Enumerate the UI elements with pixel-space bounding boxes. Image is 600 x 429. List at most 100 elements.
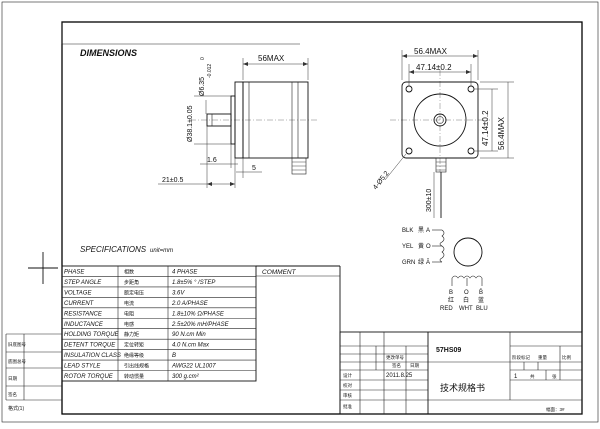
hole-spacing-h-dim: 47.14±0.2	[416, 63, 452, 72]
date-value: 2011.8.25	[386, 373, 413, 379]
change-no-label: 更改单号	[386, 354, 404, 361]
spec-value: 1.8±5% ° /STEP	[172, 280, 215, 286]
margin-label: 旧底图号	[8, 341, 26, 348]
spec-label: HOLDING TORQUE	[64, 332, 120, 338]
pilot-circle	[413, 93, 467, 147]
spec-value: 300 g.cm²	[172, 374, 200, 380]
spec-label: CURRENT	[64, 301, 95, 307]
pilot-length-dim: 1.6	[207, 157, 217, 164]
registration-mark	[28, 252, 58, 284]
wiring-diagram: BLK 黑 A YEL 黄 O GRN 绿 Ā B O B̄ 红 白 蓝 RED…	[402, 227, 488, 312]
spec-label: LEAD STYLE	[64, 364, 101, 370]
wire-phase: Ā	[426, 259, 430, 266]
spec-label-cn: 电流	[124, 300, 134, 307]
bottom-cn: 蓝	[478, 296, 484, 304]
spec-label-cn: 绝缘等级	[124, 352, 144, 359]
approve-label: 批准	[343, 403, 352, 410]
margin-label: 签名	[8, 391, 17, 398]
bottom-cn: 白	[463, 296, 469, 304]
hole-spacing-v-dim: 47.14±0.2	[481, 110, 490, 146]
spec-label-cn: 额定电压	[124, 289, 144, 296]
comment-header: COMMENT	[262, 269, 297, 276]
spec-label: DETENT TORQUE	[64, 343, 116, 349]
margin-label: 日期	[8, 376, 17, 382]
bottom-code: RED	[440, 306, 453, 312]
format-label: 格式(1)	[8, 405, 24, 412]
spec-label: RESISTANCE	[64, 311, 103, 317]
outer-width-dim: 56.4MAX	[414, 47, 448, 56]
length-dim: 56MAX	[258, 54, 285, 63]
spec-label-cn: 电感	[124, 321, 134, 328]
spec-label: STEP ANGLE	[64, 280, 102, 286]
design-label: 设计	[343, 372, 352, 379]
motor-body	[242, 81, 309, 159]
spec-label: INSULATION CLASS	[64, 353, 121, 359]
spec-label-cn: 定位转矩	[124, 342, 144, 349]
shaft-length-dim: 21±0.5	[162, 177, 183, 184]
flange-dim: 5	[252, 165, 256, 172]
inner-frame	[61, 21, 583, 415]
specifications-heading: SPECIFICATIONS	[80, 245, 147, 254]
rotor-symbol	[453, 237, 483, 267]
spec-label-cn: 电阻	[124, 310, 134, 317]
spec-label: VOLTAGE	[64, 290, 92, 296]
stage-mark-label: 阶段标记	[512, 354, 530, 361]
mount-hole	[405, 85, 413, 93]
doc-title: 技术规格书	[440, 382, 485, 393]
outer-height-dim: 56.4MAX	[497, 116, 506, 150]
spec-value: 4 PHASE	[172, 270, 198, 276]
spec-label-cn: 静力矩	[124, 331, 139, 338]
spec-value: 2.0 A/PHASE	[171, 301, 209, 307]
wire-cn: 黑	[418, 227, 424, 234]
bottom-phase: B̄	[479, 289, 483, 296]
size-label: 幅面：3#	[546, 406, 565, 413]
sheet-total: 共	[530, 373, 535, 380]
dimensions-heading: DIMENSIONS	[80, 48, 137, 58]
spec-value: AWG22 UL1007	[171, 364, 216, 370]
shaft-tolerance-zero: 0	[200, 57, 206, 60]
spec-value: 4.0 N.cm Max	[172, 343, 210, 349]
bottom-cn: 红	[448, 296, 454, 304]
spec-value: 2.5±20% mH/PHASE	[171, 322, 230, 328]
spec-label-cn: 引出线规格	[124, 363, 149, 370]
pilot-diameter-dim: Ø38.1±0.05	[187, 105, 194, 142]
wire-phase: O	[426, 244, 431, 250]
spec-value: 90 N.cm Min	[172, 332, 206, 338]
wire-phase: A	[426, 228, 430, 234]
wire-code: GRN	[402, 260, 415, 266]
title-block: 更改单号 签名 日期 2011.8.25 设计 校对 审核 批准 57HS09 …	[339, 331, 583, 415]
left-margin-boxes: 旧底图号 底图总号 日期 签名 格式(1)	[5, 333, 62, 412]
model-number: 57HS09	[436, 347, 461, 354]
proofread-label: 校对	[343, 382, 352, 389]
ratio-label: 比例	[562, 354, 571, 361]
shaft-circle	[433, 113, 447, 127]
wire-code: YEL	[402, 244, 414, 250]
unit-label: unit=mm	[150, 248, 173, 254]
date-label: 日期	[410, 363, 419, 369]
spec-label: INDUCTANCE	[64, 322, 104, 328]
bottom-phase: B	[449, 290, 453, 296]
margin-label: 底图总号	[8, 358, 26, 365]
spec-value: B	[172, 353, 176, 359]
spec-label: PHASE	[64, 270, 85, 276]
wire-cn: 绿	[418, 258, 424, 266]
shaft-diameter-dim: Ø6.35	[199, 77, 206, 96]
bottom-code: BLU	[476, 306, 488, 312]
mount-hole	[467, 147, 475, 155]
mount-hole	[467, 85, 475, 93]
spec-label-cn: 步距角	[124, 279, 139, 286]
wire-cn: 黄	[418, 242, 424, 250]
weight-label: 重量	[538, 354, 547, 361]
sheet-unit: 张	[552, 373, 557, 380]
front-view: 56.4MAX 47.14±0.2 47.14±0.2 56.4MAX 4-Ø5…	[372, 47, 514, 218]
spec-label-cn: 相数	[124, 269, 134, 276]
spec-label: ROTOR TORQUE	[64, 374, 114, 380]
holes-dim: 4-Ø5.2	[372, 170, 391, 191]
wire-code: BLK	[402, 228, 413, 234]
spec-value: 3.6V	[172, 290, 185, 296]
sign-label: 签名	[392, 362, 401, 369]
audit-label: 审核	[343, 392, 352, 399]
